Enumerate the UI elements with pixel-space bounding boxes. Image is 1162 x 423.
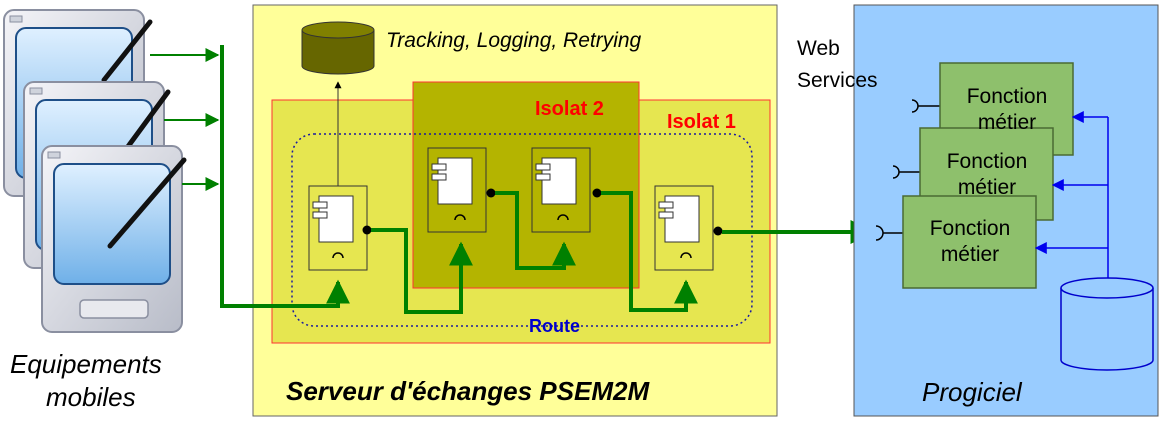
devices-label-line1: Equipements bbox=[10, 349, 162, 379]
web-services-label-line1: Web bbox=[797, 37, 840, 60]
route-component-4 bbox=[654, 185, 723, 271]
function-2-label: Fonction métier bbox=[922, 149, 1052, 197]
route-component-2 bbox=[427, 147, 496, 233]
isolat-1-label: Isolat 1 bbox=[667, 111, 736, 133]
route-component-3 bbox=[531, 147, 602, 233]
devices-label-line2: mobiles bbox=[46, 382, 136, 412]
function-1-line2: métier bbox=[977, 111, 1037, 132]
function-1-label: Fonction métier bbox=[942, 84, 1072, 132]
function-2-line1: Fonction bbox=[946, 150, 1028, 173]
server-title: Serveur d'échanges PSEM2M bbox=[286, 376, 650, 406]
device-arrows bbox=[150, 48, 220, 191]
function-3-line1: Fonction bbox=[929, 217, 1011, 240]
tracking-database-icon bbox=[301, 21, 375, 75]
route-component-1 bbox=[308, 185, 372, 271]
function-1-line1: Fonction bbox=[966, 85, 1048, 108]
route-label: Route bbox=[529, 316, 580, 336]
web-service-sockets bbox=[875, 99, 940, 241]
function-3-label: Fonction métier bbox=[905, 216, 1035, 272]
progiciel-database-icon bbox=[1060, 277, 1154, 371]
progiciel-title: Progiciel bbox=[922, 377, 1022, 407]
web-services-label-line2: Services bbox=[797, 69, 878, 92]
database-label: Tracking, Logging, Retrying bbox=[386, 29, 642, 52]
mobile-device-3 bbox=[41, 145, 187, 333]
function-box-3 bbox=[902, 195, 1037, 289]
route-boundary bbox=[291, 133, 753, 327]
isolat-2-label: Isolat 2 bbox=[535, 98, 604, 120]
function-3-line2: métier bbox=[940, 243, 1000, 266]
data-links bbox=[1034, 111, 1114, 300]
route-flow bbox=[220, 45, 875, 314]
function-2-line2: métier bbox=[957, 176, 1017, 197]
